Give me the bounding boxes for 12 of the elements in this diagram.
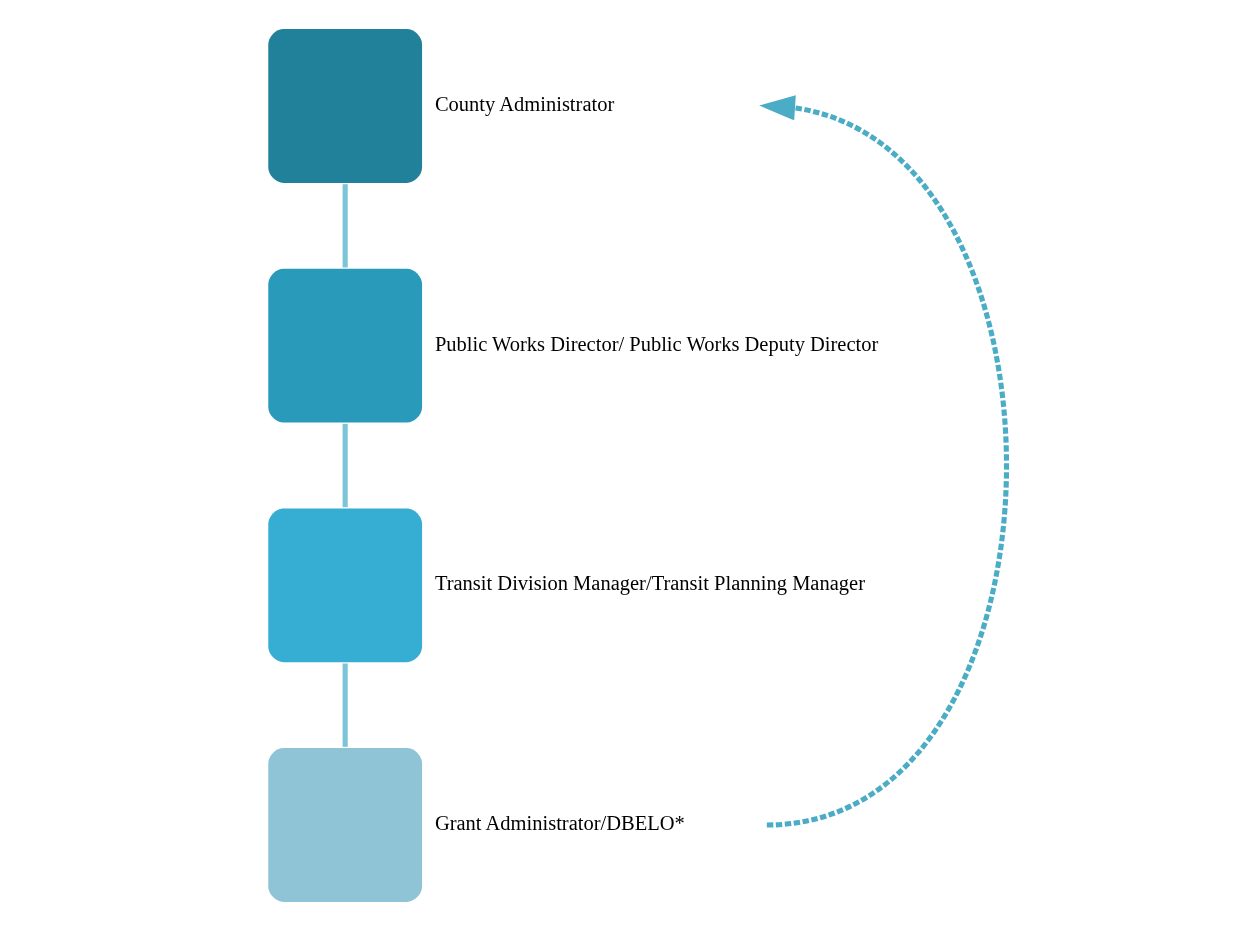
connector — [342, 423, 348, 508]
connector — [342, 184, 348, 268]
arrow — [758, 95, 1009, 828]
node-box — [267, 29, 422, 183]
node-label: County Administrator — [434, 92, 614, 115]
node-label: Transit Division Manager/Transit Planning Manager — [434, 572, 865, 595]
node-label: Public Works Director/ Public Works Deputy Director — [434, 332, 878, 355]
node-box — [267, 508, 422, 663]
node-label: Grant Administrator/DBELO* — [434, 811, 685, 834]
node-box — [267, 268, 422, 423]
connector — [342, 663, 348, 747]
node-box — [267, 748, 422, 902]
